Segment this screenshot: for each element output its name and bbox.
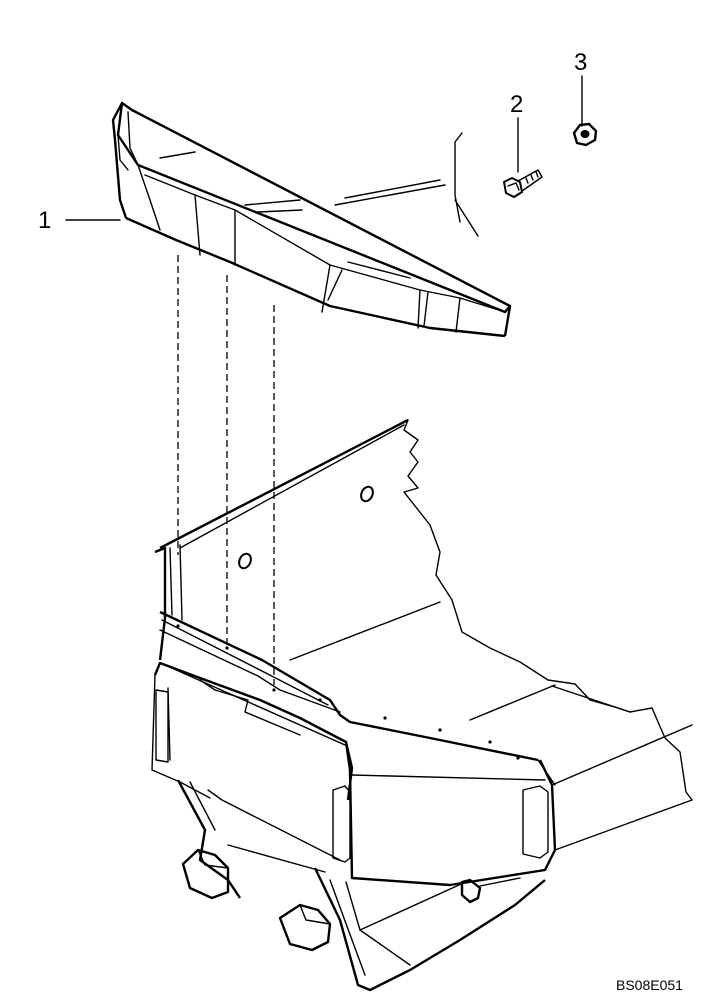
callout-3-number: 3 — [574, 49, 587, 76]
bolt-part — [503, 169, 543, 198]
bumper-part — [111, 101, 512, 338]
nut-part — [572, 122, 598, 147]
callout-2: 2 — [510, 91, 523, 173]
callout-3: 3 — [574, 49, 587, 127]
callout-2-number: 2 — [510, 91, 523, 118]
callout-1: 1 — [38, 207, 121, 234]
alignment-lines — [177, 255, 275, 685]
break-line-marker — [334, 132, 479, 237]
frame-assembly — [151, 418, 693, 992]
callout-1-number: 1 — [38, 207, 51, 234]
drawing-code: BS08E051 — [616, 977, 683, 993]
